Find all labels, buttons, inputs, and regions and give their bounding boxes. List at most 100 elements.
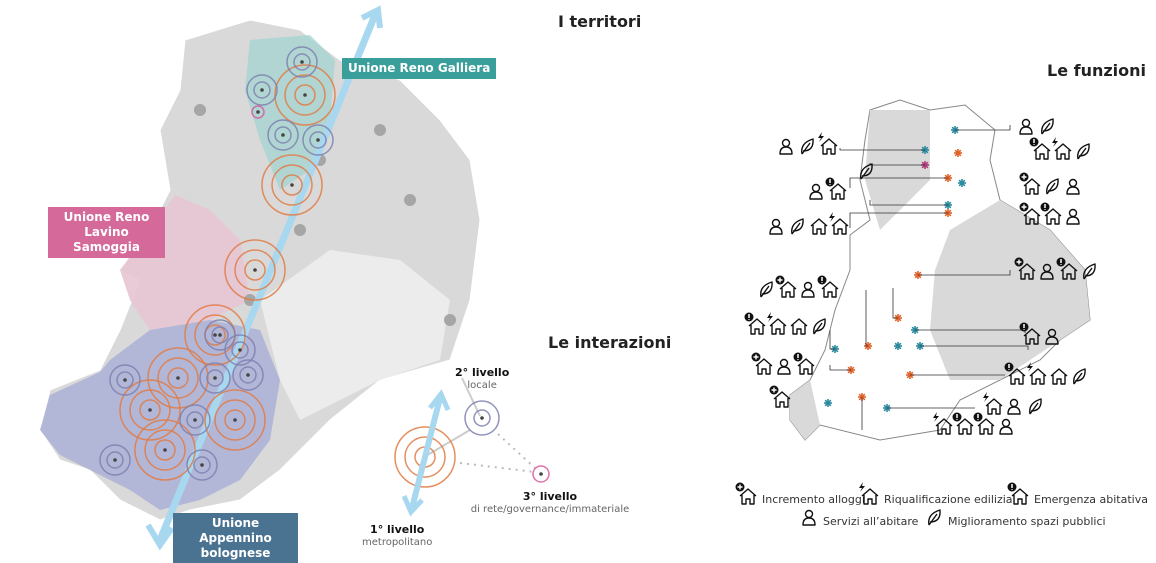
bolt-glyph bbox=[933, 412, 939, 422]
house-excl-icon bbox=[1029, 137, 1051, 160]
person-body bbox=[1066, 216, 1080, 225]
local-ring bbox=[239, 366, 257, 384]
house-shape bbox=[821, 281, 839, 298]
legend-label: Miglioramento spazi pubblici bbox=[948, 515, 1106, 528]
arrow-head bbox=[428, 389, 451, 412]
person-icon bbox=[1019, 118, 1033, 135]
person-body bbox=[779, 146, 793, 155]
level-3-sub: di rete/governance/immateriale bbox=[470, 504, 630, 515]
leader-line bbox=[849, 212, 948, 228]
metropolitan-ring-center bbox=[253, 268, 257, 272]
arrow-head bbox=[360, 5, 383, 29]
local-ring bbox=[99, 444, 131, 476]
person-icon bbox=[779, 138, 793, 155]
leader-line bbox=[865, 290, 868, 347]
function-icon-group bbox=[1019, 172, 1080, 195]
house-shape bbox=[790, 318, 808, 335]
legend-item-incremento: Incremento alloggi bbox=[733, 480, 865, 506]
house-shape bbox=[797, 358, 815, 375]
person-head bbox=[1021, 118, 1031, 128]
level-1-symbol bbox=[404, 436, 446, 478]
local-ring bbox=[246, 74, 278, 106]
leaf-shape bbox=[928, 509, 941, 526]
house-shape bbox=[1050, 368, 1068, 385]
person-body bbox=[769, 226, 783, 235]
house-shape bbox=[829, 183, 847, 200]
person-body bbox=[1040, 271, 1054, 280]
plus-glyph bbox=[753, 354, 759, 360]
local-ring-center bbox=[193, 418, 197, 422]
function-icon-group bbox=[933, 412, 1013, 435]
local-ring-center bbox=[260, 88, 264, 92]
person-head bbox=[803, 281, 813, 291]
local-ring bbox=[211, 326, 229, 344]
person-body bbox=[801, 289, 815, 298]
house-excl-icon bbox=[793, 352, 815, 375]
arrow-head bbox=[401, 494, 424, 517]
person-head bbox=[1009, 398, 1019, 408]
house-icon bbox=[810, 218, 828, 235]
house-bolt-icon bbox=[933, 412, 953, 435]
legend-item-spazi-pubblici: Miglioramento spazi pubblici bbox=[925, 508, 1106, 528]
house-shape bbox=[831, 218, 849, 235]
metropolitan-ring bbox=[214, 399, 256, 441]
person-icon bbox=[1040, 263, 1054, 280]
function-icon-group bbox=[760, 275, 839, 298]
function-icon-group bbox=[1014, 257, 1096, 280]
house-plus-icon bbox=[1019, 172, 1041, 195]
house-excl-icon bbox=[1056, 257, 1078, 280]
leaf-icon bbox=[1083, 263, 1096, 280]
person-icon bbox=[777, 358, 791, 375]
house-shape bbox=[773, 391, 791, 408]
plus-glyph bbox=[1021, 204, 1027, 210]
metropolitan-ring bbox=[134, 419, 196, 481]
urban-area bbox=[404, 194, 416, 206]
house-excl-icon bbox=[825, 177, 847, 200]
functions-map-region bbox=[790, 380, 820, 440]
metropolitan-ring bbox=[284, 74, 326, 116]
person-body bbox=[1066, 186, 1080, 195]
person-head bbox=[1001, 418, 1011, 428]
function-icon-group bbox=[779, 132, 838, 155]
person-icon bbox=[1007, 398, 1021, 415]
level-2-symbol bbox=[473, 409, 491, 427]
house-icon bbox=[790, 318, 808, 335]
person-head bbox=[779, 358, 789, 368]
person-head bbox=[804, 509, 814, 519]
leader-line bbox=[829, 365, 851, 371]
local-ring-center bbox=[213, 376, 217, 380]
leader-line bbox=[829, 330, 835, 350]
person-body bbox=[1045, 336, 1059, 345]
leaf-shape bbox=[1083, 263, 1096, 280]
local-ring bbox=[231, 341, 249, 359]
metropolitan-ring bbox=[274, 64, 336, 126]
leaf-shape bbox=[1029, 398, 1042, 415]
title-interazioni: Le interazioni bbox=[548, 333, 672, 352]
legend-item-emergenza: Emergenza abitativa bbox=[1005, 480, 1148, 506]
house-icon bbox=[1050, 368, 1068, 385]
label-unione-reno-lavino-samoggia: Unione Reno Lavino Samoggia bbox=[48, 207, 165, 258]
metropolitan-ring bbox=[294, 84, 316, 106]
marker-stroke bbox=[958, 179, 966, 187]
function-marker bbox=[958, 179, 966, 187]
leaf-icon bbox=[1077, 143, 1090, 160]
person-icon bbox=[999, 418, 1013, 435]
level-1-sub: metropolitano bbox=[362, 537, 433, 548]
house-plus-icon bbox=[769, 385, 791, 408]
local-ring bbox=[106, 451, 124, 469]
function-icon-group bbox=[983, 392, 1042, 415]
house-shape bbox=[1023, 178, 1041, 195]
person-head bbox=[1068, 178, 1078, 188]
local-ring bbox=[186, 411, 204, 429]
urban-area bbox=[374, 124, 386, 136]
leader-line bbox=[892, 288, 898, 319]
metropolitan-ring bbox=[244, 259, 266, 281]
metropolitan-ring bbox=[147, 347, 209, 409]
leaf-shape bbox=[791, 218, 804, 235]
house-excl-icon bbox=[1007, 482, 1029, 505]
house-shape bbox=[755, 358, 773, 375]
leaf-icon bbox=[1029, 398, 1042, 415]
house-shape bbox=[861, 488, 879, 505]
